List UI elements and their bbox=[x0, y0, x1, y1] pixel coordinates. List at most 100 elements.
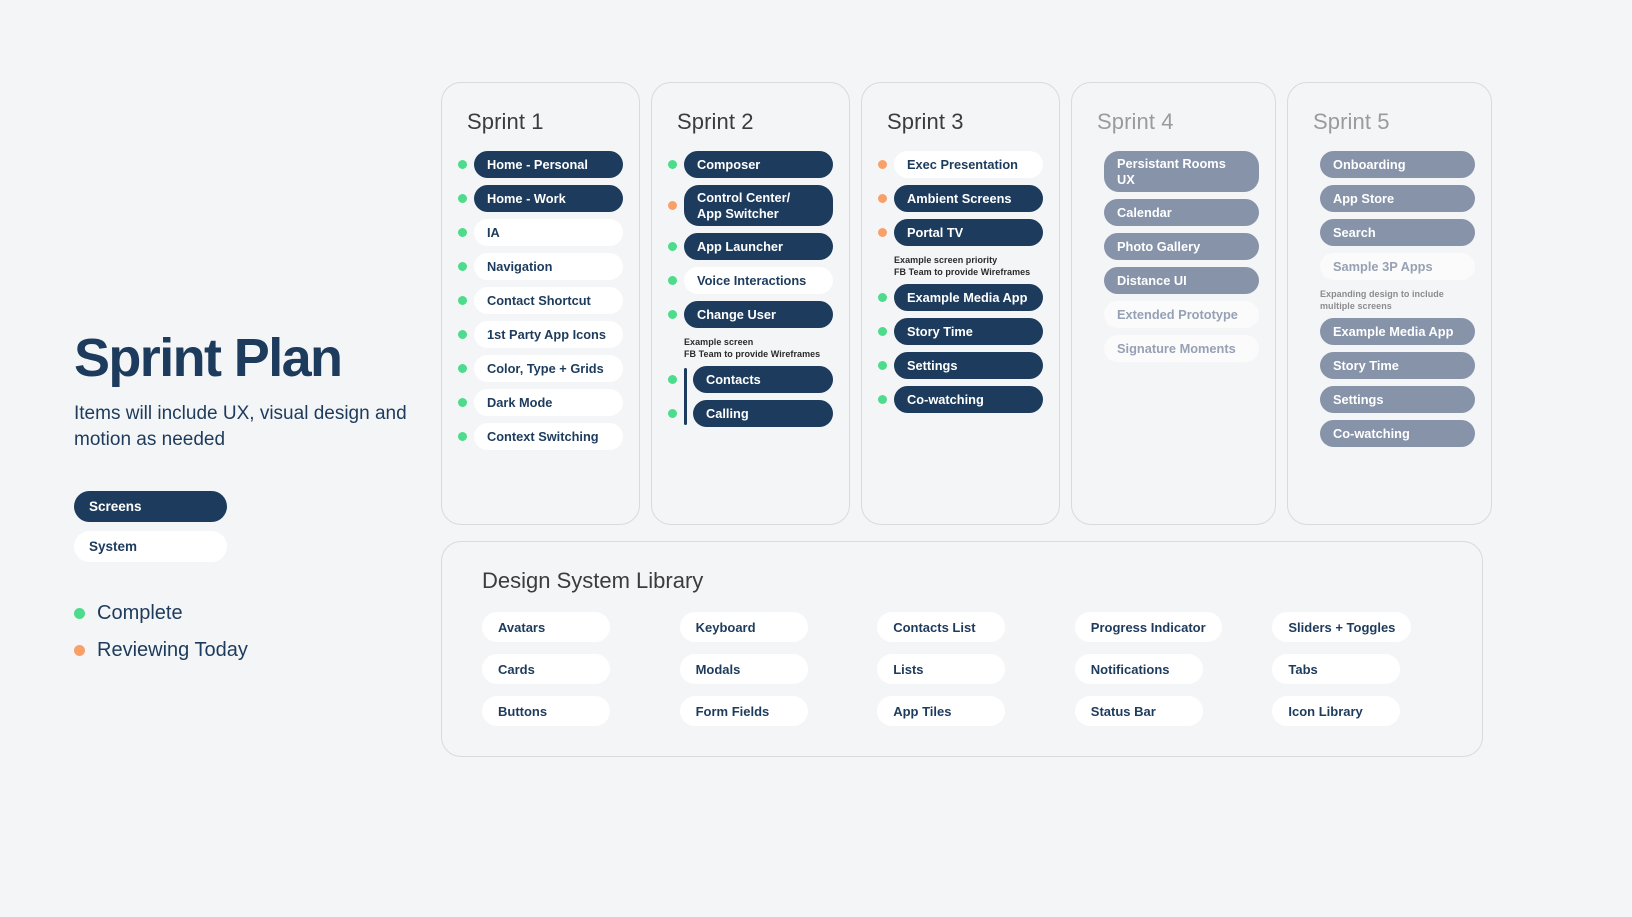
sprint-item-chip[interactable]: Change User bbox=[684, 301, 833, 329]
sprint-item[interactable]: 1st Party App Icons bbox=[458, 321, 623, 348]
sprint-item[interactable]: Story Time bbox=[878, 318, 1043, 346]
sprint-item-chip[interactable]: Settings bbox=[894, 352, 1043, 380]
sprint-item[interactable]: Context Switching bbox=[458, 423, 623, 450]
design-system-chip[interactable]: Keyboard bbox=[679, 612, 808, 642]
sprint-item-chip[interactable]: 1st Party App Icons bbox=[474, 321, 623, 348]
sprint-item-chip[interactable]: Settings bbox=[1320, 386, 1475, 414]
sprint-item[interactable]: Contacts bbox=[668, 366, 833, 394]
design-system-chip[interactable]: Progress Indicator bbox=[1074, 612, 1222, 642]
sprint-item-chip[interactable]: Example Media App bbox=[1320, 318, 1475, 346]
sprint-item-chip[interactable]: Distance UI bbox=[1104, 267, 1259, 295]
sprint-item[interactable]: Sample 3P Apps bbox=[1304, 253, 1475, 280]
sprint-item-chip[interactable]: Voice Interactions bbox=[684, 267, 833, 295]
sprint-item-chip[interactable]: Persistant Rooms UX bbox=[1104, 151, 1259, 193]
sprint-item-chip[interactable]: Color, Type + Grids bbox=[474, 355, 623, 382]
sprint-item-chip[interactable]: Extended Prototype bbox=[1104, 301, 1259, 329]
sprint-item-chip[interactable]: Composer bbox=[684, 151, 833, 178]
sprint-item[interactable]: Co-watching bbox=[1304, 420, 1475, 448]
design-system-chip[interactable]: Sliders + Toggles bbox=[1272, 612, 1412, 642]
sprint-item-chip[interactable]: Control Center/App Switcher bbox=[684, 185, 833, 227]
sprint-item[interactable]: Onboarding bbox=[1304, 151, 1475, 178]
sprint-item[interactable]: Calendar bbox=[1088, 199, 1259, 227]
sprint-item[interactable]: Navigation bbox=[458, 253, 623, 280]
sprint-item-chip[interactable]: Search bbox=[1320, 219, 1475, 246]
design-system-chip[interactable]: Form Fields bbox=[679, 696, 808, 726]
sprint-item[interactable]: Settings bbox=[878, 352, 1043, 380]
sprint-item[interactable]: Calling bbox=[668, 400, 833, 428]
sprint-item-chip[interactable]: Signature Moments bbox=[1104, 335, 1259, 363]
sprint-item[interactable]: Distance UI bbox=[1088, 267, 1259, 295]
status-dot-green-icon bbox=[668, 160, 677, 169]
sprint-item-chip[interactable]: Exec Presentation bbox=[894, 151, 1043, 178]
status-dot-green-icon bbox=[878, 395, 887, 405]
view-toggle-screens[interactable]: Screens bbox=[74, 491, 227, 523]
sprint-item[interactable]: Persistant Rooms UX bbox=[1088, 151, 1259, 193]
sprint-item[interactable]: Ambient Screens bbox=[878, 185, 1043, 212]
sprint-item-chip[interactable]: Co-watching bbox=[1320, 420, 1475, 448]
sprint-item-chip[interactable]: Home - Personal bbox=[474, 151, 623, 178]
design-system-chip[interactable]: Status Bar bbox=[1074, 696, 1203, 726]
sprint-item[interactable]: Color, Type + Grids bbox=[458, 355, 623, 382]
sprint-item[interactable]: Composer bbox=[668, 151, 833, 178]
design-system-chip[interactable]: Notifications bbox=[1074, 654, 1203, 684]
sprint-item[interactable]: Search bbox=[1304, 219, 1475, 246]
design-system-chip[interactable]: Buttons bbox=[482, 696, 610, 726]
status-dot-green-icon bbox=[458, 330, 467, 339]
design-system-chip[interactable]: Avatars bbox=[482, 612, 610, 642]
sprint-item-chip[interactable]: Photo Gallery bbox=[1104, 233, 1259, 261]
sprint-item[interactable]: Home - Personal bbox=[458, 151, 623, 178]
sprint-item-chip[interactable]: Dark Mode bbox=[474, 389, 623, 416]
sprint-item-chip[interactable]: Ambient Screens bbox=[894, 185, 1043, 212]
sprint-item-chip[interactable]: IA bbox=[474, 219, 623, 246]
sprint-item[interactable]: Photo Gallery bbox=[1088, 233, 1259, 261]
sprint-item[interactable]: Settings bbox=[1304, 386, 1475, 414]
sprint-item-chip[interactable]: Story Time bbox=[1320, 352, 1475, 380]
sprint-item[interactable]: Example Media App bbox=[1304, 318, 1475, 346]
sprint-item[interactable]: App Launcher bbox=[668, 233, 833, 261]
design-system-chip[interactable]: Contacts List bbox=[877, 612, 1006, 642]
design-system-chip[interactable]: Icon Library bbox=[1272, 696, 1401, 726]
sprint-item-chip[interactable]: Story Time bbox=[894, 318, 1043, 346]
sprint-item[interactable]: Story Time bbox=[1304, 352, 1475, 380]
sprint-item[interactable]: Control Center/App Switcher bbox=[668, 185, 833, 227]
sprint-item[interactable]: Signature Moments bbox=[1088, 335, 1259, 363]
status-dot-green-icon bbox=[878, 327, 887, 337]
design-system-chip[interactable]: Lists bbox=[877, 654, 1006, 684]
sprint-item[interactable]: App Store bbox=[1304, 185, 1475, 212]
sprint-item-chip[interactable]: App Launcher bbox=[684, 233, 833, 261]
sprint-item[interactable]: Portal TV bbox=[878, 219, 1043, 246]
sprint-item-chip[interactable]: Onboarding bbox=[1320, 151, 1475, 178]
sprint-item-chip[interactable]: Co-watching bbox=[894, 386, 1043, 414]
sprint-item[interactable]: Exec Presentation bbox=[878, 151, 1043, 178]
sprint-item[interactable]: IA bbox=[458, 219, 623, 246]
sprint-item[interactable]: Home - Work bbox=[458, 185, 623, 212]
sprint-item[interactable]: Co-watching bbox=[878, 386, 1043, 414]
design-system-chip[interactable]: Cards bbox=[482, 654, 610, 684]
design-system-chip[interactable]: App Tiles bbox=[877, 696, 1006, 726]
sprint-item[interactable]: Dark Mode bbox=[458, 389, 623, 416]
sprint-item[interactable]: Voice Interactions bbox=[668, 267, 833, 295]
sprint-item-chip[interactable]: Portal TV bbox=[894, 219, 1043, 246]
sprint-item-chip[interactable]: Home - Work bbox=[474, 185, 623, 212]
status-dot-placeholder-icon bbox=[1088, 208, 1097, 217]
sprint-item[interactable]: Change User bbox=[668, 301, 833, 329]
sprint-item-chip[interactable]: Example Media App bbox=[894, 284, 1043, 312]
sprint-item-chip[interactable]: Sample 3P Apps bbox=[1320, 253, 1475, 280]
sprint-item-chip[interactable]: App Store bbox=[1320, 185, 1475, 212]
view-toggle-system[interactable]: System bbox=[74, 531, 227, 563]
sprint-item-chip[interactable]: Navigation bbox=[474, 253, 623, 280]
sprint-item-chip[interactable]: Context Switching bbox=[474, 423, 623, 450]
sprint-item-chip[interactable]: Contact Shortcut bbox=[474, 287, 623, 314]
sprint-item-chip[interactable]: Calendar bbox=[1104, 199, 1259, 227]
design-system-chip[interactable]: Modals bbox=[679, 654, 808, 684]
status-dot-complete-icon bbox=[74, 608, 85, 620]
status-dot-green-icon bbox=[668, 310, 677, 320]
sprint-item-chip[interactable]: Calling bbox=[693, 400, 833, 428]
sprint-item[interactable]: Extended Prototype bbox=[1088, 301, 1259, 329]
design-system-chip[interactable]: Tabs bbox=[1272, 654, 1401, 684]
status-dot-placeholder-icon bbox=[1304, 228, 1313, 237]
sprint-item-chip[interactable]: Contacts bbox=[693, 366, 833, 394]
sprint-item[interactable]: Contact Shortcut bbox=[458, 287, 623, 314]
sprint-item[interactable]: Example Media App bbox=[878, 284, 1043, 312]
